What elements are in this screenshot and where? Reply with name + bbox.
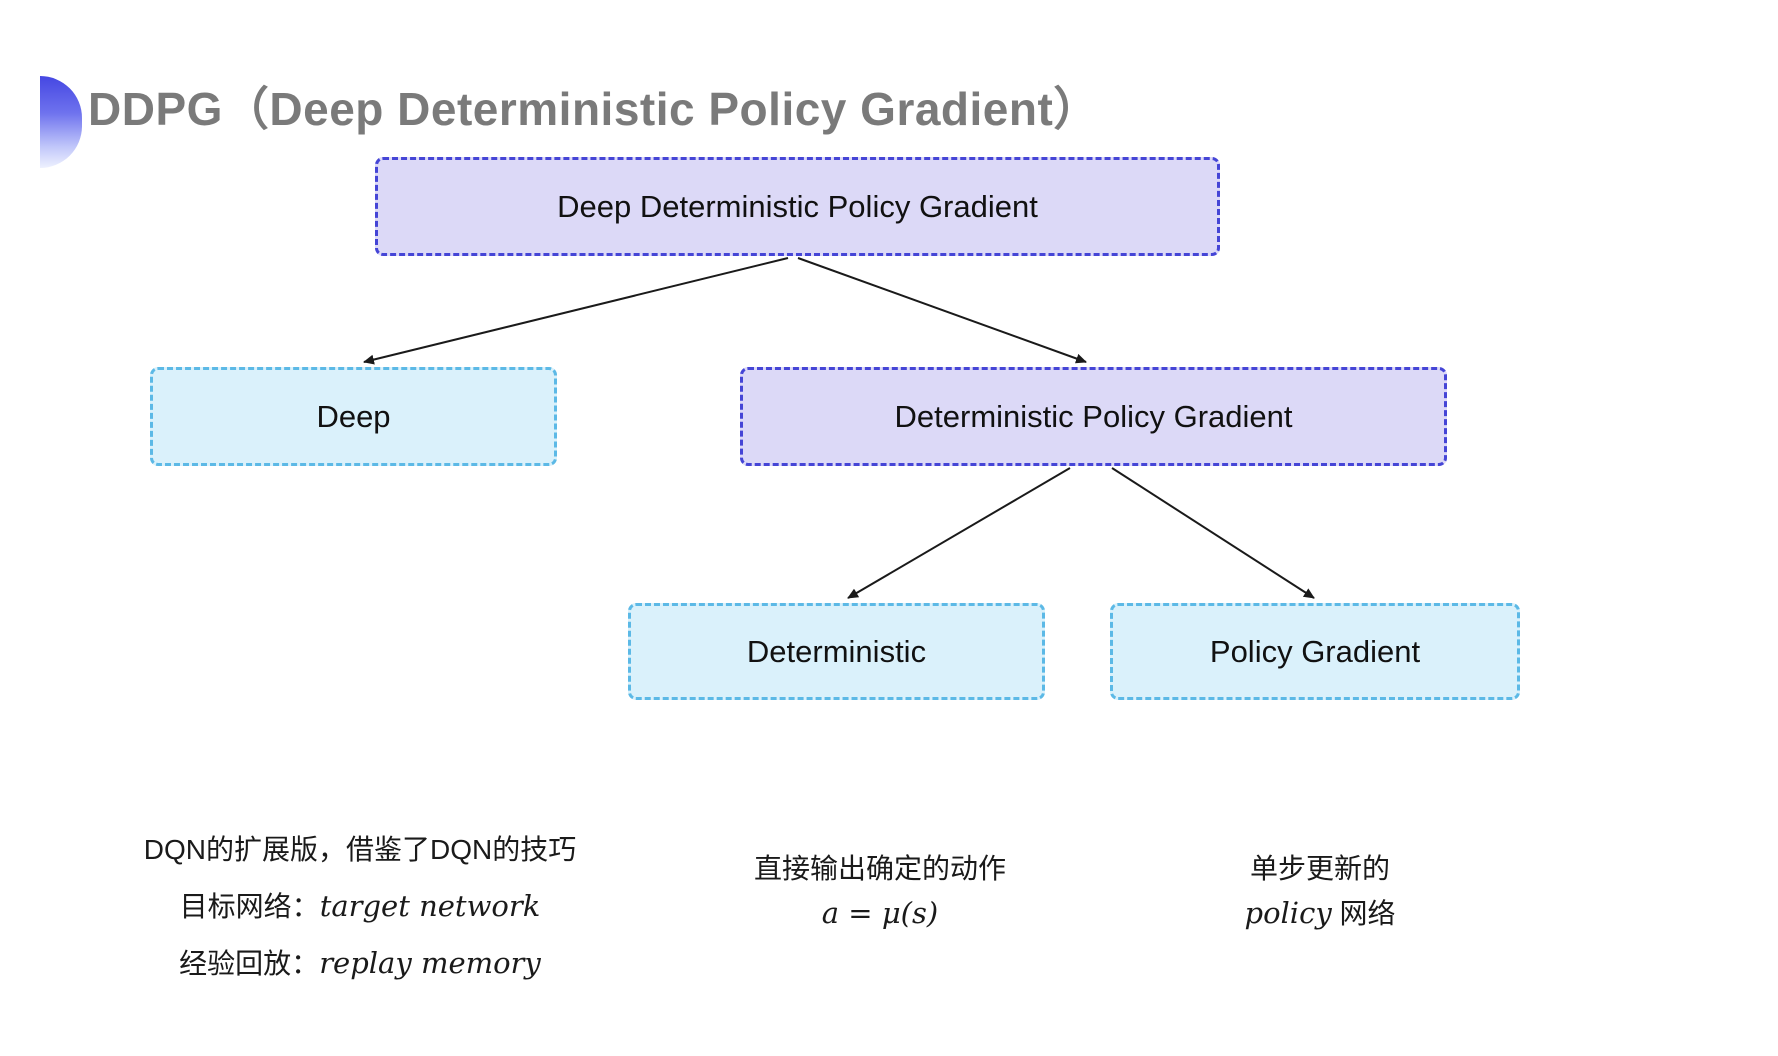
note-deep-line3-label: 经验回放：: [179, 948, 320, 979]
node-label: Deterministic Policy Gradient: [894, 398, 1293, 434]
note-det-line1: 直接输出确定的动作: [753, 853, 1006, 884]
note-pg-line2-term: policy: [1244, 896, 1332, 930]
node-deterministic-policy-gradient: Deterministic Policy Gradient: [740, 367, 1447, 466]
edge-dpg-to-policy-gradient: [1111, 467, 1315, 599]
node-label: Deep Deterministic Policy Gradient: [557, 188, 1038, 224]
note-pg-line2-label: 网络: [1331, 898, 1396, 929]
node-deep: Deep: [150, 367, 557, 466]
note-deep-line1: DQN的扩展版，借鉴了DQN的技巧: [143, 834, 577, 865]
node-label: Policy Gradient: [1209, 633, 1421, 669]
note-deterministic: 直接输出确定的动作 a = μ(s): [700, 846, 1060, 936]
note-deep-line3-term: replay memory: [319, 946, 541, 980]
semicircle-bullet-icon: [40, 76, 82, 168]
node-deep-deterministic-policy-gradient: Deep Deterministic Policy Gradient: [375, 157, 1220, 256]
node-label: Deep: [316, 398, 391, 434]
node-deterministic: Deterministic: [628, 603, 1045, 700]
note-deep: DQN的扩展版，借鉴了DQN的技巧 目标网络：target network 经验…: [110, 822, 610, 992]
note-deep-line2-term: target network: [319, 889, 541, 923]
note-deep-line2: 目标网络：target network: [110, 878, 610, 935]
edge-root-to-deep: [363, 257, 789, 365]
note-det-formula: a = μ(s): [821, 896, 939, 930]
note-policy-gradient: 单步更新的 policy 网络: [1140, 846, 1500, 936]
note-pg-line2: policy 网络: [1140, 891, 1500, 936]
edge-dpg-to-deterministic: [847, 467, 1071, 599]
edge-root-to-dpg: [797, 257, 1087, 364]
node-label: Deterministic: [746, 633, 927, 669]
note-deep-line2-label: 目标网络：: [179, 891, 320, 922]
note-pg-line1: 单步更新的: [1249, 853, 1390, 884]
page-title: DDPG（Deep Deterministic Policy Gradient）: [88, 83, 1100, 135]
note-deep-line3: 经验回放：replay memory: [110, 935, 610, 992]
node-policy-gradient: Policy Gradient: [1110, 603, 1520, 700]
